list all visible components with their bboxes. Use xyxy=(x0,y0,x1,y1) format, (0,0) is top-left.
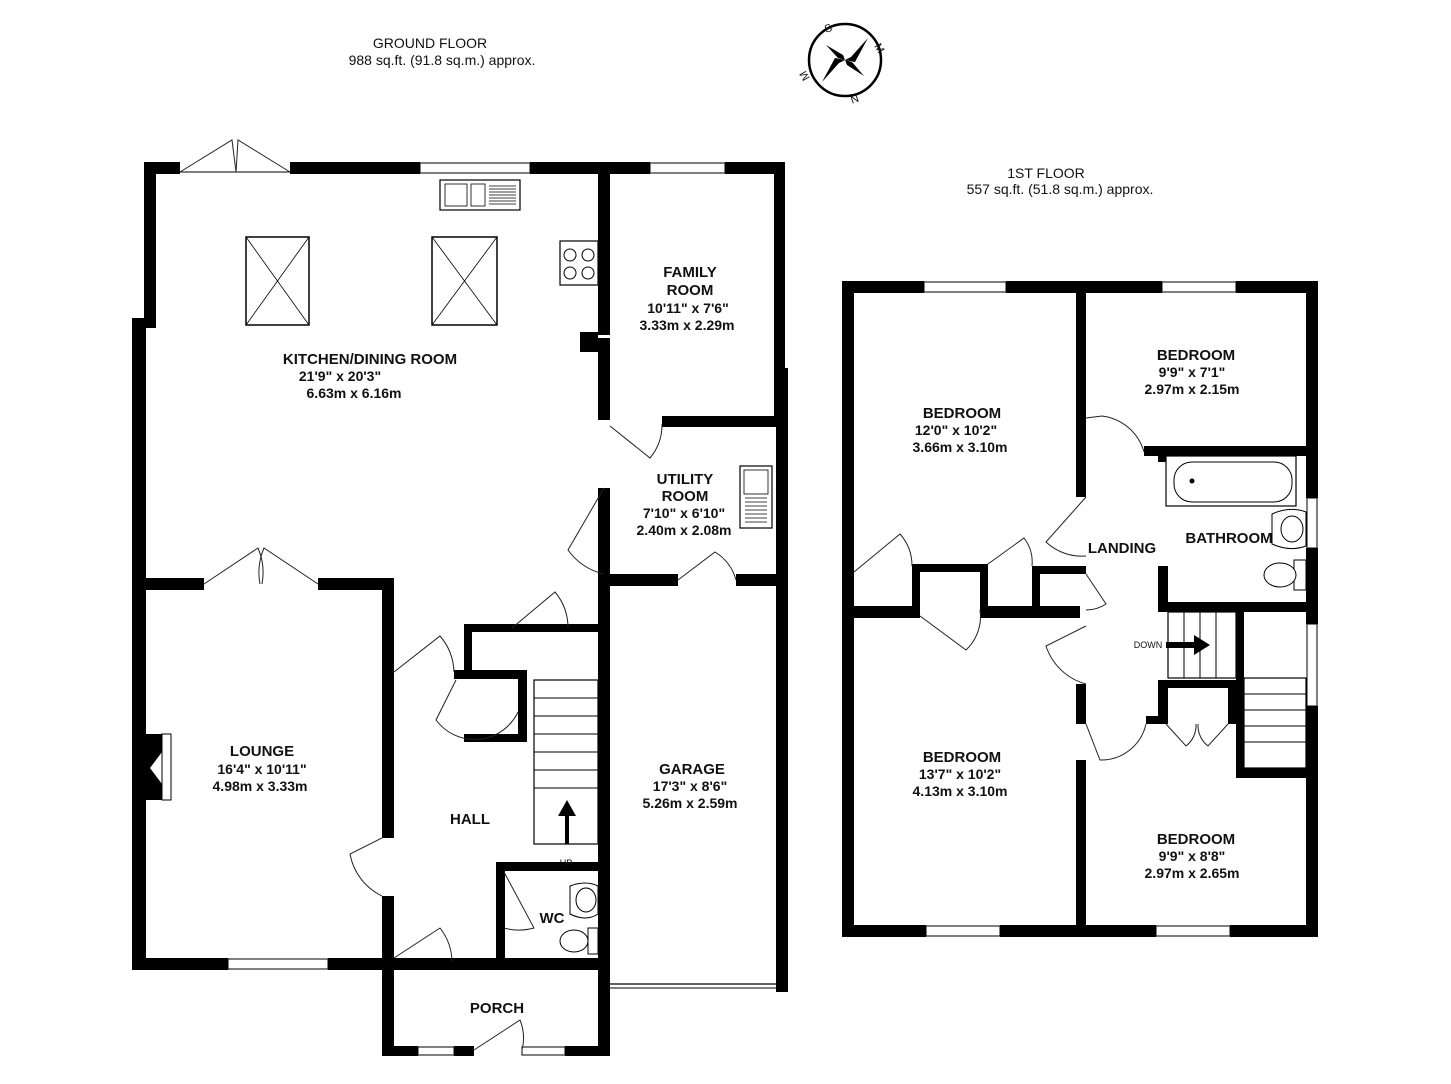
bedroom-2-dim-metric: 2.97m x 2.15m xyxy=(1145,381,1240,397)
bedroom-1-dim-imperial: 12'0" x 10'2" xyxy=(915,422,997,438)
family-room-label-line2: ROOM xyxy=(667,282,714,299)
compass-letter-s: S xyxy=(823,22,834,36)
fireplace-icon xyxy=(146,733,172,801)
bedroom-2-dim-imperial: 9'9" x 7'1" xyxy=(1159,364,1226,380)
utility-sink-icon xyxy=(739,465,773,529)
wc-basin-icon xyxy=(569,882,599,919)
garage-dim-imperial: 17'3" x 8'6" xyxy=(653,778,727,794)
bedroom-4-label: BEDROOM xyxy=(1157,831,1235,848)
lounge-dim-metric: 4.98m x 3.33m xyxy=(213,778,308,794)
first-floor-windows xyxy=(923,281,1318,937)
compass-letter-m-east: M xyxy=(871,42,886,56)
bedroom-3-dim-imperial: 13'7" x 10'2" xyxy=(919,766,1001,782)
ground-floor-doors xyxy=(203,423,737,1051)
lounge-label: LOUNGE xyxy=(230,743,294,760)
utility-room-label-line1: UTILITY xyxy=(657,471,714,488)
bathroom-toilet-icon xyxy=(1263,559,1307,591)
kitchen-dining-label: KITCHEN/DINING ROOM xyxy=(283,351,457,368)
bathroom-label: BATHROOM xyxy=(1185,530,1272,547)
porch-label: PORCH xyxy=(470,1000,524,1017)
ground-floor-windows xyxy=(180,162,726,1056)
first-floor-area: 557 sq.ft. (51.8 sq.m.) approx. xyxy=(967,181,1154,197)
landing-label: LANDING xyxy=(1088,540,1156,557)
bathroom-basin-icon xyxy=(1271,508,1307,550)
ground-floor-title: GROUND FLOOR xyxy=(373,35,487,51)
utility-room-label-line2: ROOM xyxy=(662,488,709,505)
first-floor-walls xyxy=(842,281,1318,937)
hall-label: HALL xyxy=(450,811,490,828)
ground-floor-walls xyxy=(132,162,788,1056)
garage-door xyxy=(610,983,776,989)
utility-room-dim-metric: 2.40m x 2.08m xyxy=(637,522,732,538)
toilet-icon xyxy=(559,927,599,955)
ground-stairs-icon: UP xyxy=(533,679,599,868)
first-floor-title: 1ST FLOOR xyxy=(1007,165,1085,181)
wc-label: WC xyxy=(540,910,565,927)
family-room-dim-metric: 3.33m x 2.29m xyxy=(640,317,735,333)
family-room-label-line1: FAMILY xyxy=(663,264,717,281)
bedroom-4-dim-metric: 2.97m x 2.65m xyxy=(1145,865,1240,881)
bedroom-3-label: BEDROOM xyxy=(923,749,1001,766)
lounge-dim-imperial: 16'4" x 10'11" xyxy=(217,761,306,777)
first-floor-stairs-icon: DOWN xyxy=(1134,611,1307,769)
compass-icon: S M N M xyxy=(798,22,887,105)
compass-letter-n: N xyxy=(848,91,860,105)
hob-icon xyxy=(559,240,599,286)
kitchen-dining-dim-imperial: 21'9" x 20'3" xyxy=(299,368,381,384)
bedroom-3-dim-metric: 4.13m x 3.10m xyxy=(913,783,1008,799)
utility-room-dim-imperial: 7'10" x 6'10" xyxy=(643,505,725,521)
garage-label: GARAGE xyxy=(659,761,725,778)
bedroom-4-dim-imperial: 9'9" x 8'8" xyxy=(1159,848,1226,864)
bifold-door-icon xyxy=(179,139,291,173)
garage-dim-metric: 5.26m x 2.59m xyxy=(643,795,738,811)
kitchen-dining-dim-metric: 6.63m x 6.16m xyxy=(307,385,402,401)
first-floor-doors xyxy=(853,415,1229,761)
family-room-dim-imperial: 10'11" x 7'6" xyxy=(647,300,728,316)
stairs-up-label: UP xyxy=(560,858,573,868)
bedroom-1-label: BEDROOM xyxy=(923,405,1001,422)
bath-icon xyxy=(1165,455,1297,507)
bedroom-2-label: BEDROOM xyxy=(1157,347,1235,364)
kitchen-sink-icon xyxy=(439,179,521,211)
stairs-down-label: DOWN xyxy=(1134,640,1163,650)
ground-floor-area: 988 sq.ft. (91.8 sq.m.) approx. xyxy=(349,52,536,68)
bedroom-1-dim-metric: 3.66m x 3.10m xyxy=(913,439,1008,455)
skylight-icon xyxy=(245,236,498,326)
